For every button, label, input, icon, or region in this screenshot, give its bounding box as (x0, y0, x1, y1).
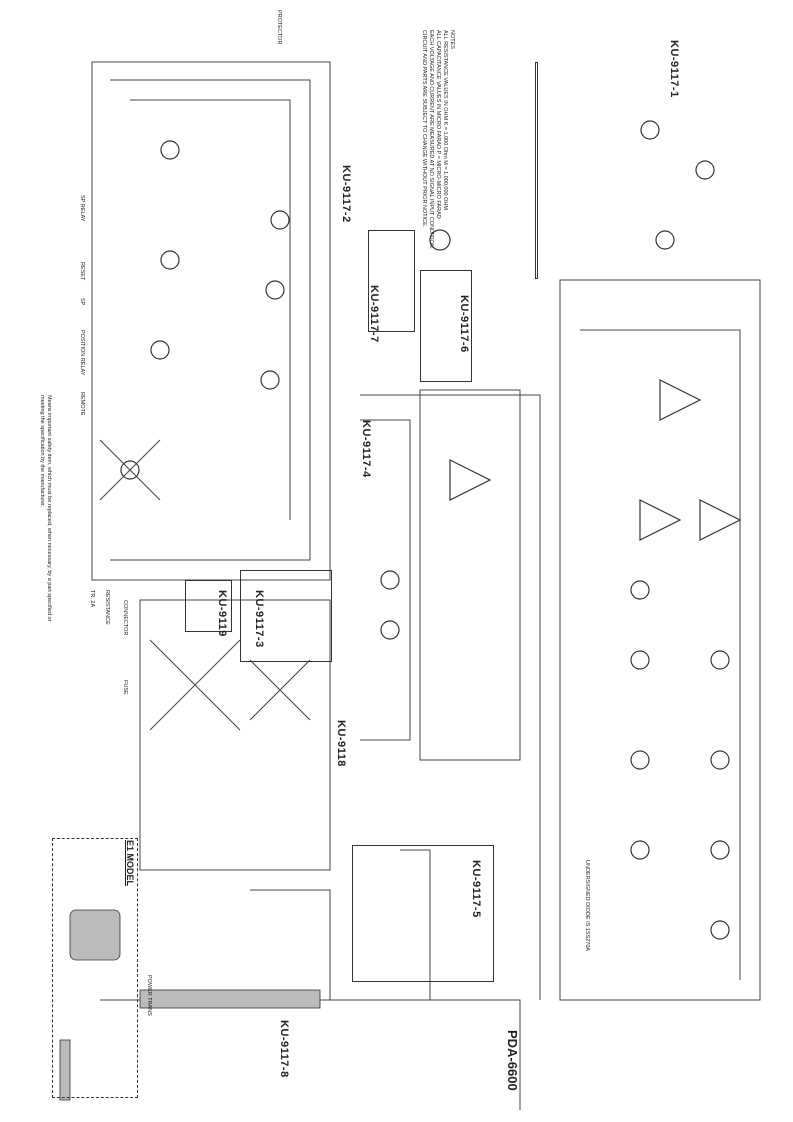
board-label-ku-9117-7: KU-9117-7 (368, 285, 380, 343)
board-9119-frame (185, 580, 232, 632)
label-remote: REMOTE (79, 392, 85, 416)
board-label-ku-9117-3: KU-9117-3 (253, 590, 265, 648)
label-tr-table: TR, 2A (89, 590, 95, 608)
note-line: CIRCUIT AND PARTS ARE SUBJECT TO CHANGE … (421, 30, 427, 228)
label-sp: SP (79, 298, 85, 306)
board-1-frame (535, 62, 538, 279)
label-resistance-table: RESISTANCE (104, 590, 110, 625)
safety-note: Means important safety item, which must … (39, 395, 52, 622)
board-label-ku-9117-5: KU-9117-5 (470, 860, 482, 918)
label-fuse-table: FUSE (122, 680, 128, 695)
board-6-frame (420, 270, 472, 382)
model-label: PDA-6600 (505, 1030, 520, 1091)
label-reset: RESET (79, 262, 85, 281)
board-label-ku-9117-4: KU-9117-4 (360, 420, 372, 478)
label-diode-note: UNDERSIGNED DIODE IS 1SS270A (584, 860, 590, 952)
note-line: ALL RESISTANCE VALUES IN OHM K = 1,000 O… (442, 30, 448, 210)
board-label-ku-9117-6: KU-9117-6 (458, 295, 470, 353)
e1-model-frame (52, 838, 138, 1098)
note-line: EACH VOLTAGE AND CURRENT ARE MEASURED AT… (428, 30, 434, 250)
label-e1-model: E1 MODEL (125, 840, 135, 887)
label-power-trans: POWER TRANS (146, 975, 152, 1016)
label-connector-table: CONNECTOR (122, 600, 128, 636)
label-protector: PROTECTOR (276, 10, 282, 45)
board-7-frame (368, 230, 415, 332)
label-sp-relay: SP RELAY (79, 195, 85, 222)
notes-heading: NOTES (449, 30, 455, 49)
note-line: ALL CAPACITANCE VALUES IN MICRO FARAD P … (435, 30, 441, 219)
board-label-ku-9118: KU-9118 (335, 720, 347, 767)
board-5-frame (352, 845, 494, 982)
board-label-ku-9117-2: KU-9117-2 (340, 165, 352, 223)
board-label-ku-9117-8: KU-9117-8 (278, 1020, 290, 1078)
notes: NOTES ALL RESISTANCE VALUES IN OHM K = 1… (420, 30, 455, 249)
board-label-ku-9119: KU-9119 (216, 590, 228, 637)
board-label-ku-9117-1: KU-9117-1 (668, 40, 680, 98)
label-position-relay: POSITION RELAY (79, 330, 85, 376)
board-3-frame (240, 570, 332, 662)
